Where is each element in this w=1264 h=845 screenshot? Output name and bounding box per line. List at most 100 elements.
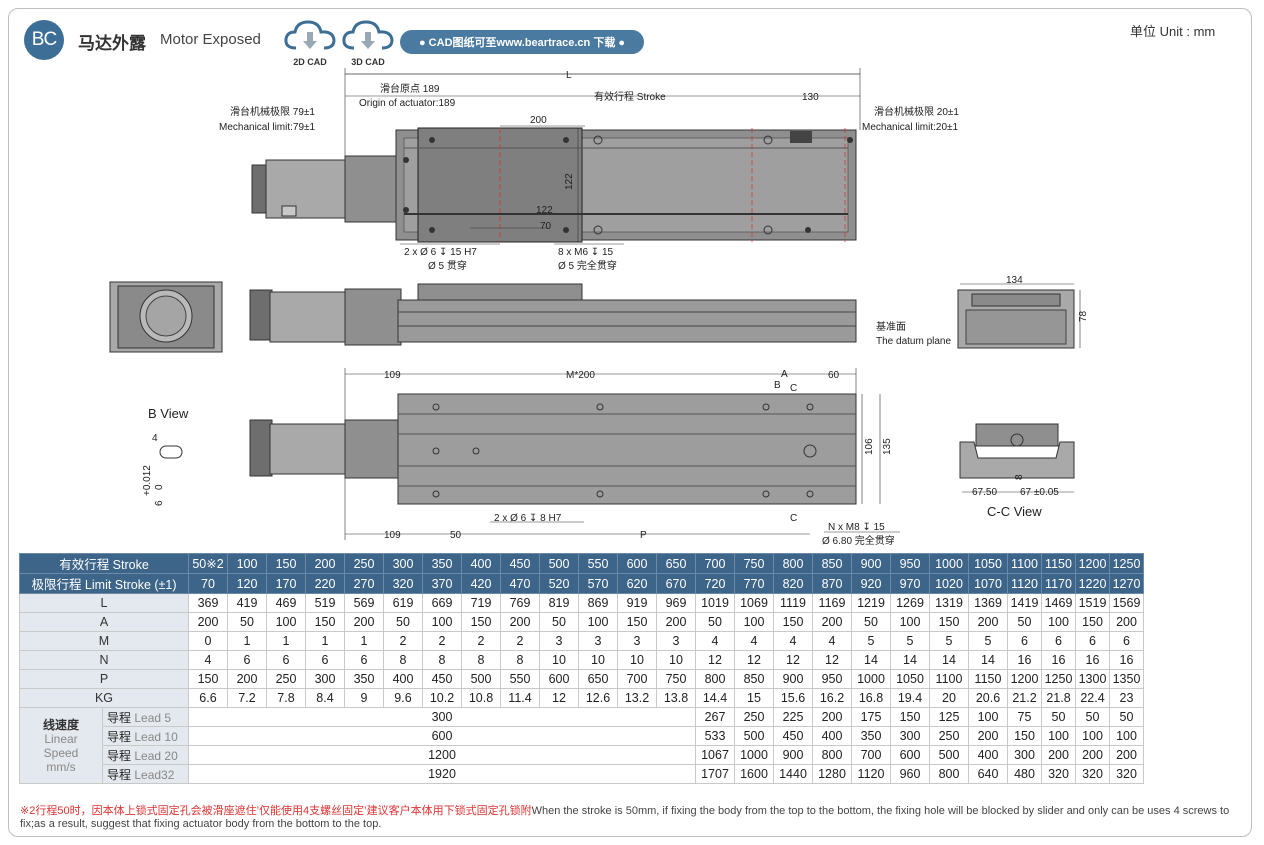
stroke-cell: 150 [266,553,306,574]
table-cell: 100 [266,612,306,632]
table-cell: 0 [188,631,228,651]
limit-cell: 720 [695,573,735,594]
limit-cell: 770 [734,573,774,594]
linear-speed-speed-en2: Speed [43,745,79,760]
table-cell: 100 [734,612,774,632]
b-view-label: B View [148,406,189,421]
speed-cell: 640 [968,764,1008,784]
table-cell: 3 [578,631,618,651]
table-cell: 200 [227,669,267,689]
speed-cell: 150 [890,707,930,727]
table-cell: 5 [968,631,1008,651]
speed-cell: 800 [812,745,852,765]
lead-en: Lead 5 [134,710,172,725]
table-cell: 4 [773,631,813,651]
table-cell: 1200 [1007,669,1042,689]
b-dim-6: 6 [154,500,165,506]
limit-cell: 1070 [968,573,1008,594]
dim-135: 135 [882,438,893,455]
cc-section: 67.50 8 67 ±0.05 [959,423,1075,498]
b-view-detail: 4 +0.012 6 0 [142,433,183,506]
bottom-view: 109 M*200 60 A B C 106 135 109 50 P 2 x … [249,368,900,547]
table-cell: 19.4 [890,688,930,708]
table-cell: 14 [968,650,1008,670]
speed-cell: 400 [968,745,1008,765]
table-cell: 14 [929,650,969,670]
table-cell: 7.2 [227,688,267,708]
table-cell: 2 [461,631,501,651]
page-frame [8,8,1252,837]
cad-3d-download[interactable]: 3D CAD [338,18,398,67]
lead-cn: 导程 [107,729,132,744]
table-cell: 14 [851,650,891,670]
table-cell: 20.6 [968,688,1008,708]
stroke-cell: 250 [344,553,384,574]
dim-106: 106 [864,438,875,455]
table-cell: 850 [734,669,774,689]
table-cell: 150 [617,612,657,632]
footnote: ※2行程50时，因本体上锁式固定孔会被滑座遮住’仅能使用4支螺丝固定’建议客户本… [20,805,1248,831]
table-cell: 50 [227,612,267,632]
cad-2d-download[interactable]: 2D CAD [280,18,340,67]
lead-label: 导程 Lead 5 [102,707,189,727]
table-cell: 919 [617,593,657,613]
speed-cell: 600 [890,745,930,765]
table-cell: 900 [773,669,813,689]
limit-cell: 370 [422,573,462,594]
stroke-cell: 500 [539,553,579,574]
table-cell: 200 [968,612,1008,632]
limit-cell: 170 [266,573,306,594]
table-cell: 1019 [695,593,735,613]
table-cell: 569 [344,593,384,613]
section-C-top: C [790,383,797,394]
table-cell: 669 [422,593,462,613]
dim-m200: M*200 [566,370,595,381]
table-cell: 2 [422,631,462,651]
table-cell: 519 [305,593,345,613]
table-cell: 10 [578,650,618,670]
table-cell: 1219 [851,593,891,613]
speed-cell: 450 [773,726,813,746]
cad-download-link[interactable]: ● CAD图纸可至www.beartrace.cn 下载 ● [400,30,644,54]
limit-cell: 970 [890,573,930,594]
stroke-cell: 450 [500,553,540,574]
side-view: 134 78 基准面 The datum plane [109,275,1089,353]
table-cell: 1269 [890,593,930,613]
stroke-cell: 600 [617,553,657,574]
table-cell: 50 [383,612,423,632]
cad-2d-label: 2D CAD [293,57,327,67]
table-cell: 6 [344,650,384,670]
dim-P: P [640,530,647,541]
table-cell: 1419 [1007,593,1042,613]
table-cell: 4 [188,650,228,670]
table-cell: 8 [383,650,423,670]
table-cell: 22.4 [1075,688,1110,708]
limit-cell: 70 [188,573,228,594]
limit-header-label: 极限行程 Limit Stroke (±1) [19,573,189,594]
limit-cell: 320 [383,573,423,594]
table-cell: 16.8 [851,688,891,708]
table-cell: 769 [500,593,540,613]
table-cell: 1250 [1041,669,1076,689]
limit-cell: 1120 [1007,573,1042,594]
linear-speed-speed-en1: Linear [44,731,78,746]
speed-cell: 900 [773,745,813,765]
table-cell: 6 [266,650,306,670]
dim-70: 70 [540,221,552,232]
stroke-cell: 700 [695,553,735,574]
lead-cn: 导程 [107,767,132,782]
stroke-cell: 900 [851,553,891,574]
table-cell: 100 [422,612,462,632]
speed-cell: 320 [1109,764,1144,784]
stroke-cell: 200 [305,553,345,574]
table-cell: 12 [734,650,774,670]
table-cell: 2 [500,631,540,651]
cc-dim-left: 67.50 [972,487,997,498]
table-cell: 1069 [734,593,774,613]
table-cell: 6 [1109,631,1144,651]
dim-200: 200 [530,115,547,126]
dim-50: 50 [450,530,462,541]
